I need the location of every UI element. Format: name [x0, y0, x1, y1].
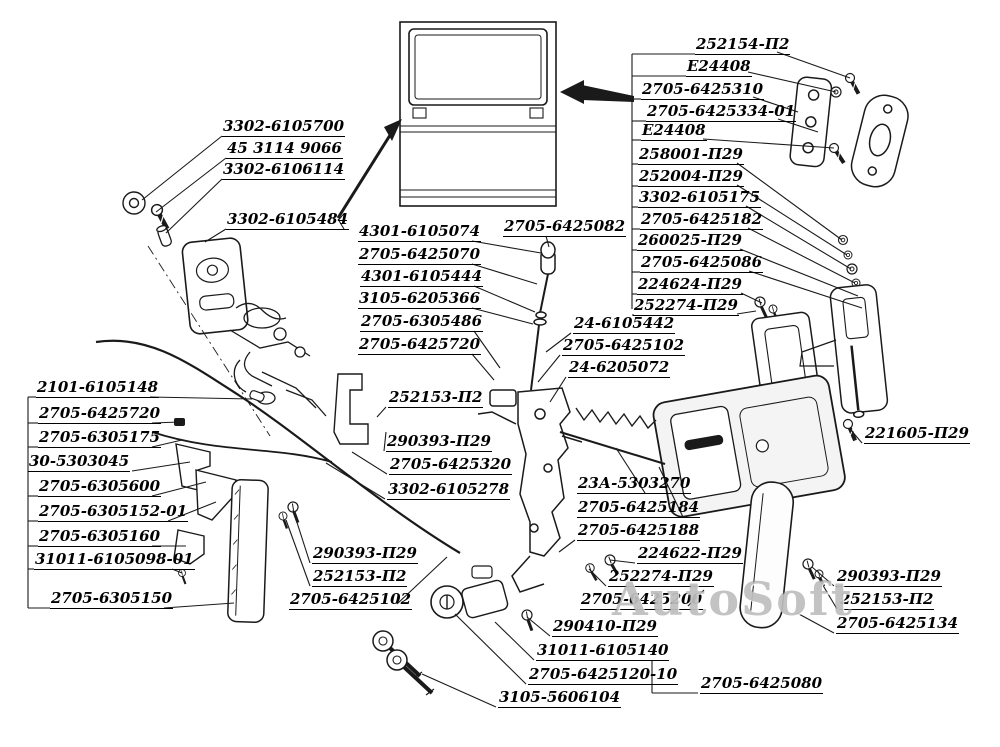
part-label: 2101-6105148	[36, 378, 160, 398]
part-label: 290393-П29	[386, 432, 492, 452]
spring	[575, 407, 657, 430]
part-label: 24-6205072	[568, 358, 671, 378]
part-label: 2705-6425080	[700, 674, 824, 694]
part-label: 31011-6105098-01	[34, 550, 195, 570]
part-label: 45 3114 9066	[226, 139, 343, 159]
part-label: 2705-6305160	[38, 527, 162, 547]
pointer-arrow-right	[560, 80, 634, 104]
part-label: 2705-6425334-01	[646, 102, 797, 122]
part-label: 2705-6425086	[640, 253, 764, 273]
part-label: 24-6105442	[573, 314, 676, 334]
part-label: 2705-6305175	[38, 428, 162, 448]
link-cable	[151, 431, 333, 463]
part-label: 252004-П29	[638, 167, 744, 187]
handle-grip	[739, 481, 795, 629]
door-illustration	[399, 21, 557, 207]
part-label: Е24408	[641, 121, 707, 141]
part-label: 2705-6425720	[358, 335, 482, 355]
knob-rod	[538, 273, 549, 319]
knob-rod-lower	[530, 324, 540, 391]
keys	[372, 630, 435, 696]
long-rod	[95, 339, 461, 554]
part-label: 2705-6425720	[38, 404, 162, 424]
part-label: 2705-6425200	[580, 590, 704, 610]
part-label: 2705-6425188	[577, 521, 701, 541]
part-label: 260025-П29	[637, 231, 743, 251]
part-label: 2705-6425184	[577, 498, 701, 518]
part-label: 3302-6105278	[387, 480, 511, 500]
actuator-rod	[559, 431, 666, 465]
part-label: 2705-6425082	[503, 217, 627, 237]
part-label: 252274-П29	[633, 296, 739, 316]
stud-icon	[156, 225, 172, 247]
part-label: 2705-6305486	[360, 312, 484, 332]
part-label: 2705-6425320	[389, 455, 513, 475]
part-label: 221605-П29	[864, 424, 970, 444]
part-label: 2705-6305150	[50, 589, 174, 609]
part-label: 30-5303045	[28, 452, 131, 472]
part-label: 258001-П29	[638, 145, 744, 165]
part-label: 2705-6425134	[836, 614, 960, 634]
part-label: 3302-6105700	[222, 117, 346, 137]
part-label: 224622-П29	[637, 544, 743, 564]
part-label: 3302-6105484	[226, 210, 350, 230]
rod-end	[249, 390, 265, 402]
handle-housing	[652, 374, 846, 518]
part-label: 4301-6105444	[360, 267, 484, 287]
part-label: 2705-6425102	[289, 590, 413, 610]
part-label: 2705-6305600	[38, 477, 162, 497]
part-label: 252153-П2	[388, 388, 484, 408]
part-label: 3302-6106114	[222, 160, 346, 180]
part-label: 252153-П2	[312, 567, 408, 587]
pull-handle-trim	[227, 478, 269, 624]
part-label: 290410-П29	[552, 617, 658, 637]
part-label: 252154-П2	[695, 35, 791, 55]
part-label: 3105-6205366	[358, 289, 482, 309]
part-label: 2705-6425120-10	[528, 665, 679, 685]
part-label: 2705-6425070	[358, 245, 482, 265]
hinge-parts	[789, 76, 909, 188]
lock-cylinder	[430, 565, 509, 619]
part-label: 2705-6305152-01	[38, 502, 189, 522]
center-lock-assembly	[477, 311, 583, 593]
part-label: Е24408	[686, 57, 752, 77]
fastener-parts-left	[122, 191, 146, 215]
assembly-axis	[147, 245, 271, 437]
mid-bracket	[333, 373, 369, 445]
part-label: 2705-6425310	[641, 80, 765, 100]
part-label: 290393-П29	[836, 567, 942, 587]
part-label: 224624-П29	[637, 275, 743, 295]
pointer-arrow-left	[336, 119, 402, 219]
part-label: 4301-6105074	[358, 222, 482, 242]
part-label: 3302-6105175	[638, 188, 762, 208]
part-label: 3105-5606104	[498, 688, 622, 708]
part-label: 252153-П2	[839, 590, 935, 610]
part-label: 290393-П29	[312, 544, 418, 564]
part-label: 2705-6425182	[640, 210, 764, 230]
part-label: 23А-5303270	[577, 474, 692, 494]
part-label: 31011-6105140	[536, 641, 670, 661]
left-lock-body	[181, 237, 249, 335]
part-label: 252274-П29	[608, 567, 714, 587]
part-label: 2705-6425102	[562, 336, 686, 356]
